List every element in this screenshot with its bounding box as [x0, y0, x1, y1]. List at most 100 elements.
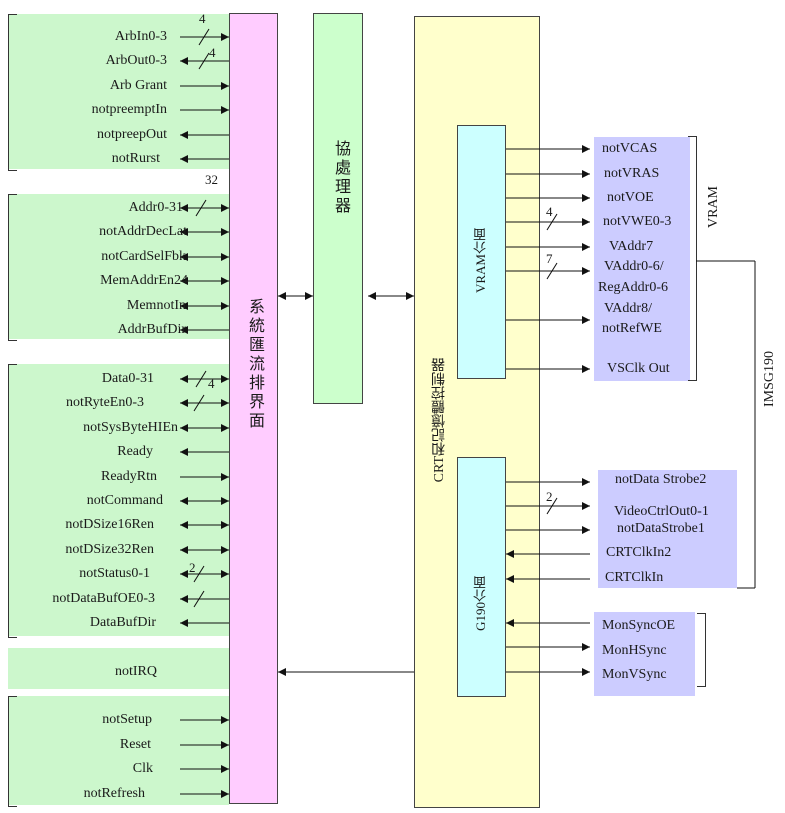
bus-width-label: 4 [208, 376, 215, 391]
wire-memnotin-head [221, 302, 229, 310]
data-group-bracket [8, 364, 17, 638]
monitor-signal-label: MonVSync [602, 667, 667, 682]
vram-interface-block [457, 125, 506, 379]
wire-dsize32-head [180, 546, 188, 554]
wire-databufoe-head [180, 595, 188, 603]
wire-status-head [221, 570, 229, 578]
vram-signal-label: notRefWE [602, 321, 662, 336]
signal-label: MemnotIn [126, 298, 186, 313]
wire-command-head [180, 497, 188, 505]
signal-label: notpreepOut [97, 127, 167, 142]
data-group [8, 364, 229, 636]
monitor-signal-label: MonHSync [602, 643, 667, 658]
signal-label: notAddrDecLat [99, 224, 187, 239]
signal-label: Arb Grant [109, 78, 167, 93]
bus-slash [195, 199, 207, 217]
wire-arbout-head [180, 57, 188, 65]
bus-width-label: 4 [546, 204, 553, 219]
bus-width-label: 32 [205, 172, 218, 187]
signal-label: ReadyRtn [101, 469, 157, 484]
g190-signal-label: notData Strobe2 [615, 472, 707, 487]
wire-data-head [221, 375, 229, 383]
wire-command-head [221, 497, 229, 505]
signal-label: Reset [119, 737, 151, 752]
signal-label: notSysByteHIEn [83, 420, 178, 435]
wire-sysbytehien-head [221, 424, 229, 432]
bus-width-label: 2 [546, 489, 553, 504]
g190-signal-label: CRTClkIn [605, 570, 664, 585]
signal-label: Ready [117, 444, 153, 459]
vram-signal-label: notVRAS [604, 166, 660, 181]
bus-width-label: 7 [546, 251, 553, 266]
wire-arbin-head [221, 33, 229, 41]
coprocessor-block [313, 13, 363, 404]
system-bus-interface-block [229, 13, 278, 804]
signal-label: Addr0-31 [128, 200, 183, 215]
wire-rurst-head [180, 155, 188, 163]
wire-addrdeclat-head [180, 228, 188, 236]
signal-label: notIRQ [115, 664, 157, 679]
vram-signal-label: notVWE0-3 [603, 214, 672, 229]
signal-label: MemAddrEn24 [100, 273, 188, 288]
wire-arbgrant-head [221, 82, 229, 90]
g190-signal-label: VideoCtrlOut0-1 [614, 504, 709, 519]
wire-preepout-head [180, 131, 188, 139]
bus-slash [193, 394, 205, 412]
signal-label: notDSize32Ren [65, 542, 154, 557]
signal-label: notpreemptIn [91, 102, 167, 117]
wire-clk-head [221, 765, 229, 773]
wire-preemptin-head [221, 106, 229, 114]
vram-signal-label: RegAddr0-6 [598, 280, 668, 295]
g190-signal-label: CRTClkIn2 [606, 545, 672, 560]
addr-group-bracket [8, 194, 17, 341]
wire-voe-head [582, 194, 590, 202]
vram-signal-label: notVCAS [602, 141, 658, 156]
wire-crtclkin-head [506, 575, 514, 583]
wire-databufdir-head [180, 619, 188, 627]
wire-monhsync-head [582, 643, 590, 651]
signal-label: notCardSelFbk [101, 249, 186, 264]
arb-group [8, 14, 229, 169]
signal-label: Clk [132, 761, 153, 776]
bus-slash [546, 213, 558, 231]
wire-vwe-head [582, 218, 590, 226]
vram-signal-label: VAddr7 [609, 239, 654, 254]
wire-bus-coproc-head [278, 292, 286, 300]
wire-reset-head [221, 741, 229, 749]
vram-signal-box [594, 137, 690, 381]
wire-memaddren24-head [221, 277, 229, 285]
g190-interface-block [457, 457, 506, 697]
vram-side-label: VRAM [706, 186, 721, 229]
wire-memnotin-head [180, 302, 188, 310]
bus-width-label: 2 [189, 560, 196, 575]
monitor-bracket [697, 613, 706, 687]
wire-vras-head [582, 170, 590, 178]
wire-refresh-head [221, 790, 229, 798]
arb-group-bracket [8, 14, 17, 171]
control-group-bracket [8, 696, 17, 807]
wire-vaddr8-head [582, 316, 590, 324]
wire-addrbufdir-head [180, 326, 188, 334]
wire-cardselfbk-head [221, 253, 229, 261]
wire-addr-head [221, 204, 229, 212]
wire-crtclkin2-head [506, 550, 514, 558]
irq-group [8, 648, 229, 689]
signal-label: Data0-31 [101, 371, 154, 386]
signal-label: notStatus0-1 [79, 566, 150, 581]
addr-group [8, 194, 229, 339]
system-bus-interface-label: 系統匯流排界面 [246, 298, 263, 431]
bus-slash [546, 262, 558, 280]
vram-signal-label: VSClk Out [607, 361, 670, 376]
wire-dsize32-head [221, 546, 229, 554]
bus-slash [193, 590, 205, 608]
wire-memaddren24-head [180, 277, 188, 285]
bus-width-label: 4 [209, 45, 216, 60]
signal-label: notRyteEn0-3 [66, 395, 144, 410]
bus-width-label: 4 [199, 11, 206, 26]
vram-signal-label: notVOE [607, 190, 654, 205]
bus-slash [198, 52, 210, 70]
wire-ryteen-head [180, 399, 188, 407]
wire-ryteen-head [221, 399, 229, 407]
vram-signal-label: VAddr0-6/ [604, 259, 664, 274]
wire-videoctrl-head [582, 502, 590, 510]
